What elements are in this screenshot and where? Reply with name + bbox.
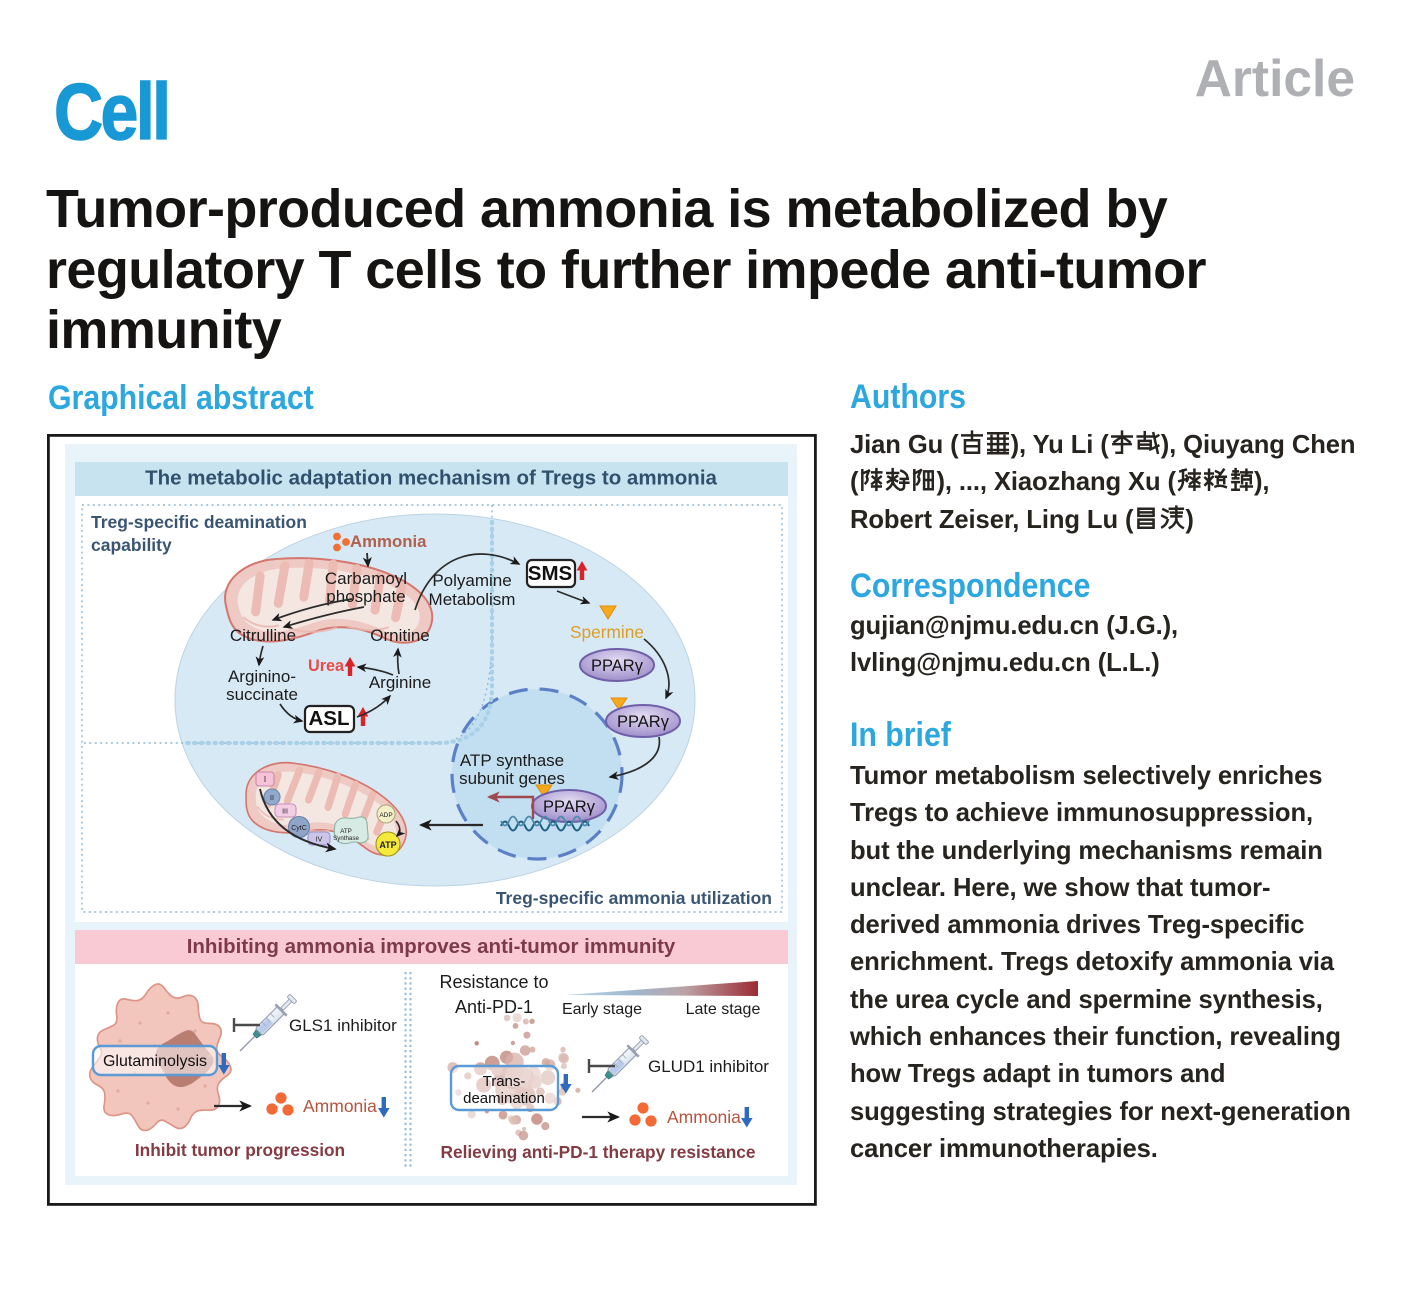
svg-text:PPARγ: PPARγ xyxy=(591,657,644,675)
svg-text:capability: capability xyxy=(91,535,172,555)
svg-text:Spermine: Spermine xyxy=(570,622,644,642)
svg-text:deamination: deamination xyxy=(463,1090,545,1107)
svg-text:Ammonia: Ammonia xyxy=(350,532,427,551)
svg-text:Citrulline: Citrulline xyxy=(230,626,296,645)
svg-text:PPARγ: PPARγ xyxy=(543,798,596,816)
svg-text:Urea: Urea xyxy=(308,657,345,675)
svg-text:Resistance to: Resistance to xyxy=(439,972,548,992)
svg-text:II: II xyxy=(270,795,274,802)
svg-text:Early stage: Early stage xyxy=(562,1001,642,1018)
svg-text:Treg-specific ammonia utilizat: Treg-specific ammonia utilization xyxy=(496,888,772,908)
svg-text:Ammonia: Ammonia xyxy=(303,1096,377,1116)
svg-text:ASL: ASL xyxy=(309,707,350,730)
svg-text:ATP synthase: ATP synthase xyxy=(460,751,564,770)
svg-text:CytC: CytC xyxy=(291,825,307,832)
svg-text:IV: IV xyxy=(316,837,323,844)
svg-text:ADP: ADP xyxy=(379,812,392,819)
svg-text:ATP: ATP xyxy=(340,828,352,835)
svg-text:III: III xyxy=(282,809,288,816)
svg-text:Carbamoyl: Carbamoyl xyxy=(325,569,407,588)
svg-text:Arginino-: Arginino- xyxy=(228,667,296,686)
svg-text:Anti-PD-1: Anti-PD-1 xyxy=(455,997,533,1017)
svg-text:Treg-specific deamination: Treg-specific deamination xyxy=(91,512,307,532)
svg-text:succinate: succinate xyxy=(226,685,298,704)
svg-text:Metabolism: Metabolism xyxy=(429,590,516,609)
svg-text:Relieving anti-PD-1 therapy re: Relieving anti-PD-1 therapy resistance xyxy=(440,1142,755,1162)
svg-text:Inhibiting ammonia improves an: Inhibiting ammonia improves anti-tumor i… xyxy=(187,935,676,958)
svg-text:ATP: ATP xyxy=(379,840,396,850)
svg-text:Late stage: Late stage xyxy=(686,1001,761,1018)
svg-text:Synthase: Synthase xyxy=(333,835,359,842)
svg-text:Inhibit tumor progression: Inhibit tumor progression xyxy=(135,1140,345,1160)
svg-text:The metabolic adaptation mecha: The metabolic adaptation mechanism of Tr… xyxy=(145,467,717,490)
svg-text:PPARγ: PPARγ xyxy=(617,713,670,731)
svg-text:subunit genes: subunit genes xyxy=(459,769,565,788)
svg-text:Arginine: Arginine xyxy=(369,673,431,692)
svg-text:Glutaminolysis: Glutaminolysis xyxy=(103,1053,207,1070)
svg-text:GLS1 inhibitor: GLS1 inhibitor xyxy=(289,1016,397,1035)
svg-text:Polyamine: Polyamine xyxy=(432,571,511,590)
svg-text:GLUD1 inhibitor: GLUD1 inhibitor xyxy=(648,1057,769,1076)
svg-text:phosphate: phosphate xyxy=(326,587,405,606)
svg-text:Trans-: Trans- xyxy=(483,1073,526,1090)
svg-text:Ammonia: Ammonia xyxy=(667,1107,741,1127)
svg-text:Ornitine: Ornitine xyxy=(370,626,430,645)
svg-text:I: I xyxy=(264,775,266,784)
svg-text:SMS: SMS xyxy=(528,562,572,585)
